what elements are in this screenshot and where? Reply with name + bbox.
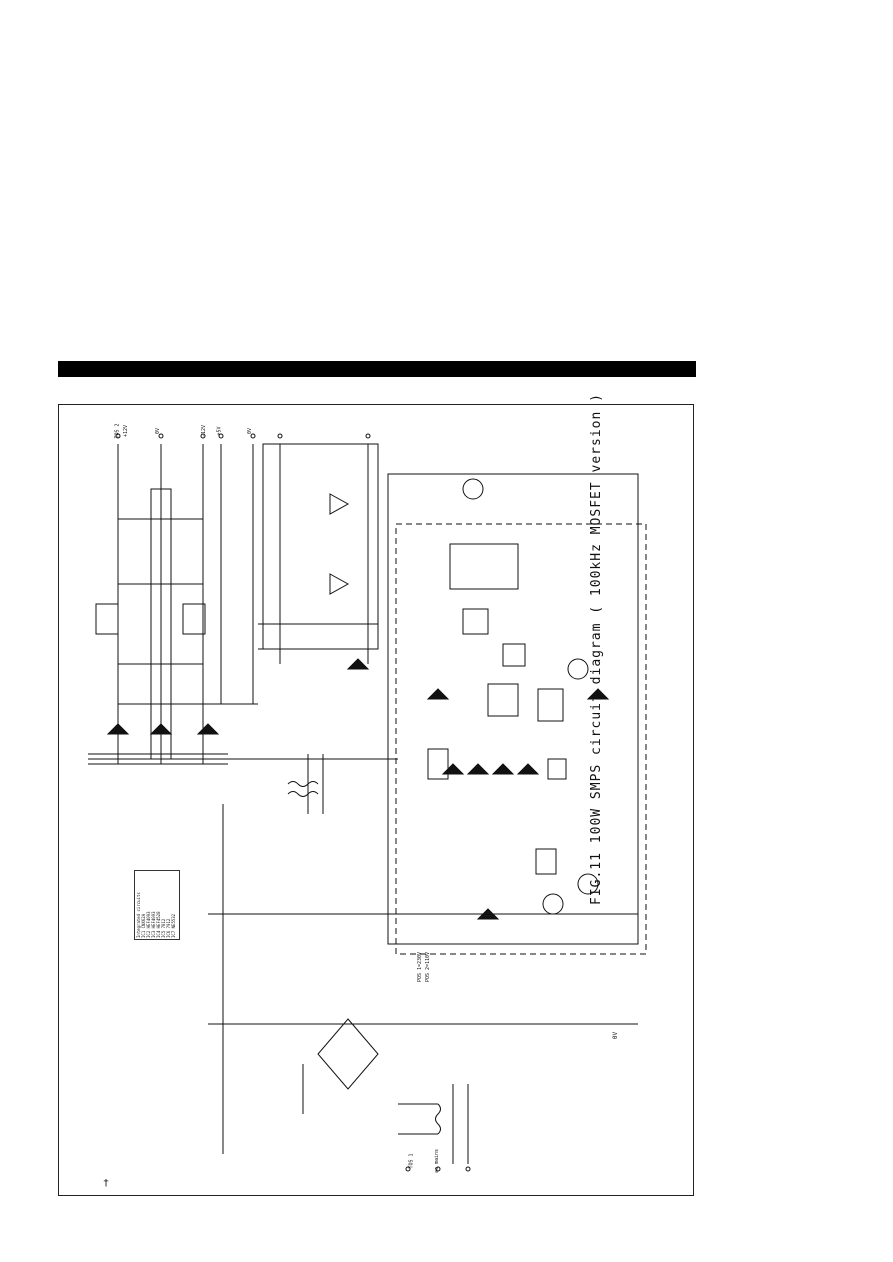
range-note-1: POS 1=230V [417, 951, 424, 983]
ic2-c [535, 848, 557, 875]
ic-row: IC7 NE5532 [171, 913, 176, 938]
label-0v-b: 0V [247, 427, 254, 435]
ic4 [449, 543, 519, 590]
smps-schematic [88, 433, 647, 1172]
ic2-a [427, 748, 449, 780]
label-0v: 0V [155, 427, 162, 435]
page-mark: † [103, 1178, 110, 1189]
label-tos1: TOS 1 [408, 1153, 415, 1169]
label-plus12: +12V [123, 424, 130, 438]
ic5-7812 [95, 603, 119, 635]
label-minus12: -12V [201, 424, 208, 438]
ic3-b [502, 643, 526, 667]
ic-table: Integrated circuits IC1 CNX62A IC2 HEF40… [134, 870, 180, 940]
header-bar [58, 361, 696, 377]
tr2b [567, 658, 589, 680]
tr1 [542, 893, 564, 915]
label-plus5: +5V [216, 426, 223, 436]
label-tos2: TOS 2 [114, 423, 121, 439]
control-box [395, 523, 647, 955]
opamp-b [329, 573, 350, 595]
opamp-a [329, 493, 350, 515]
bridge-rectifier [317, 1018, 379, 1090]
ic6-7912 [182, 603, 206, 635]
ground-label: 0V [612, 1031, 620, 1040]
ic3-d [537, 688, 564, 722]
label-ac-mains: ac mains [434, 1148, 441, 1174]
heatsink-bar [150, 488, 172, 760]
tr3 [577, 873, 599, 895]
ic3-a [462, 608, 489, 635]
diagram-frame [58, 404, 694, 1196]
ic3-c [487, 683, 519, 717]
range-note-2: POS 2=110V [425, 951, 432, 983]
figure-caption: FIG.11 100W SMPS circuit diagram ( 100kH… [589, 393, 604, 905]
ic2-b [547, 758, 567, 780]
tr2 [462, 478, 484, 500]
